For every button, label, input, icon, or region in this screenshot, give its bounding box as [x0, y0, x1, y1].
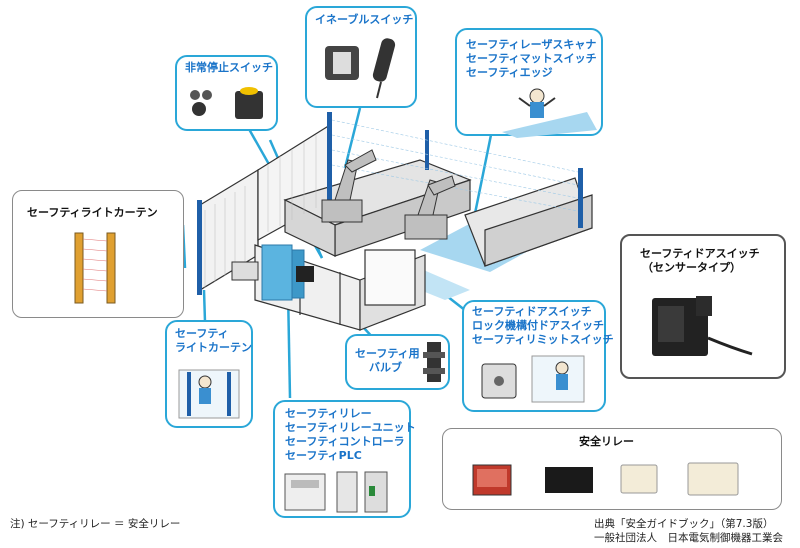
source-line-2: 一般社団法人 日本電気制御機器工業会 [594, 532, 783, 544]
enable-switch-image [325, 38, 396, 99]
relay-units-image [284, 471, 388, 513]
callout-light-curtain: セーフティ ライトカーテン [165, 320, 253, 428]
valve-label-2: バルブ [369, 361, 402, 374]
callout-safety-relay-group: セーフティリレー セーフティリレーユニット セーフティコントローラ セーフティP… [273, 400, 416, 518]
door-switch-group-image [481, 355, 585, 403]
worker-light-curtain-image [178, 369, 240, 419]
callout-laser-scanner: セーフティレーザスキャナ セーフティマットスイッチ セーフティエッジ [455, 28, 603, 138]
relay-label-4: セーフティPLC [285, 449, 362, 462]
emergency-stop-label: 非常停止スイッチ [185, 61, 273, 74]
valve-label-1: セーフティ用 [355, 347, 420, 360]
light-curtain-box-label: セーフティライトカーテン [27, 206, 158, 219]
light-curtain-label-1: セーフティ [175, 327, 229, 340]
door-switch-label-3: セーフティリミットスイッチ [472, 333, 614, 346]
door-switch-sensor-box: セーフティドアスイッチ （センサータイプ） [620, 234, 786, 379]
scanner-label-1: セーフティレーザスキャナ [466, 38, 597, 51]
relay-label-1: セーフティリレー [285, 407, 372, 420]
callout-door-switch-group: セーフティドアスイッチ ロック機構付ドアスイッチ セーフティリミットスイッチ [462, 300, 614, 412]
valve-image [423, 342, 445, 382]
door-switch-sensor-image [652, 296, 753, 356]
door-switch-label-2: ロック機構付ドアスイッチ [472, 319, 604, 332]
relay-label-2: セーフティリレーユニット [285, 421, 416, 434]
scanner-label-3: セーフティエッジ [466, 66, 553, 79]
emergency-stop-image [190, 87, 263, 119]
light-curtain-image [74, 232, 116, 304]
safety-relay-label: 安全リレー [579, 435, 634, 448]
callout-emergency-stop: 非常停止スイッチ [175, 55, 278, 131]
footnote: 注) セーフティリレー ＝ 安全リレー [10, 518, 181, 530]
light-curtain-box: セーフティライトカーテン [12, 190, 184, 318]
relay-label-3: セーフティコントローラ [285, 435, 405, 448]
enable-switch-label: イネーブルスイッチ [315, 13, 414, 26]
light-curtain-label-2: ライトカーテン [175, 341, 252, 354]
worker-on-mat-image [502, 88, 597, 138]
source-line-1: 出典「安全ガイドブック」（第7.3版） [594, 518, 774, 530]
scanner-label-2: セーフティマットスイッチ [466, 52, 597, 65]
door-switch-sensor-label-1: セーフティドアスイッチ [640, 247, 760, 260]
door-switch-sensor-label-2: （センサータイプ） [642, 261, 741, 274]
door-switch-label-1: セーフティドアスイッチ [472, 305, 592, 318]
callout-enable-switch: イネーブルスイッチ [305, 6, 417, 108]
safety-relay-images [472, 462, 739, 496]
safety-relay-box: 安全リレー [442, 428, 782, 510]
callout-safety-valve: セーフティ用 バルブ [345, 334, 450, 390]
